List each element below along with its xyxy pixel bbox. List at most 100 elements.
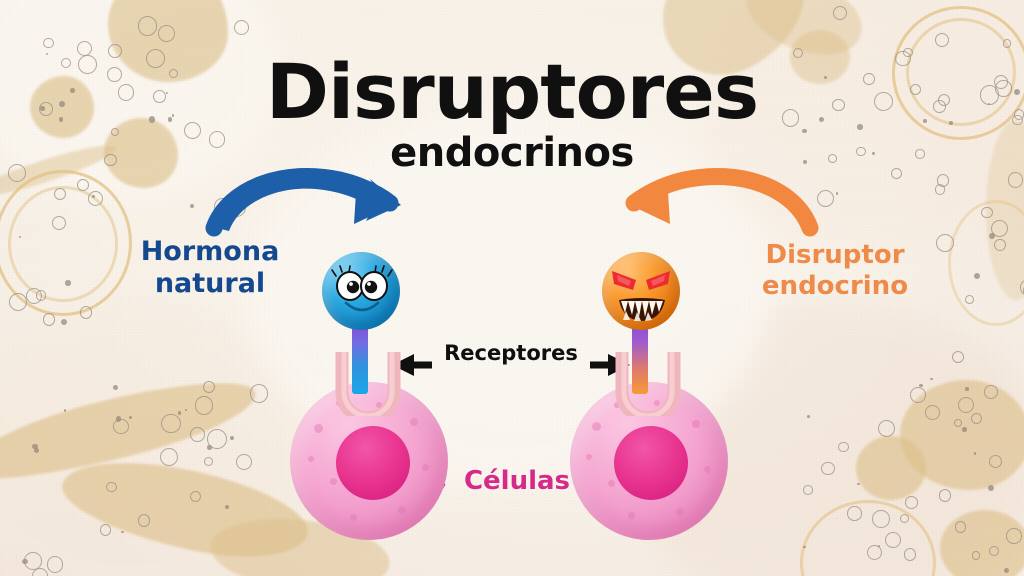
speckle-dot (903, 547, 917, 561)
speckle-dot (106, 481, 117, 493)
speckle-dot (249, 384, 269, 403)
receptor-right (615, 352, 681, 416)
speckle-dot (168, 68, 178, 79)
speckle-dot (202, 380, 216, 394)
speckle-dot (919, 383, 923, 388)
speckle-dot (877, 419, 896, 438)
speckle-dot (121, 530, 124, 534)
speckle-dot (1012, 114, 1023, 126)
speckle-dot (78, 55, 98, 74)
speckle-dot (801, 128, 807, 134)
speckle-dot (951, 350, 965, 364)
speckle-dot (974, 272, 981, 279)
speckle-dot (819, 116, 824, 122)
speckle-dot (31, 568, 48, 576)
label-disruptor-endocrino: Disruptor endocrino (761, 240, 909, 301)
nucleus-right (614, 426, 688, 500)
speckle-dot (137, 514, 151, 527)
speckle-dot (115, 416, 121, 422)
speckle-dot (61, 57, 72, 68)
speckle-dot (64, 409, 67, 412)
speckle-dot (873, 91, 893, 111)
speckle-dot (965, 295, 975, 304)
speckle-dot (58, 101, 65, 108)
speckle-dot (802, 159, 808, 165)
speckle-dot (899, 513, 910, 524)
speckle-dot (936, 233, 955, 252)
speckle-dot (983, 384, 998, 399)
speckle-dot (953, 418, 963, 428)
cell-right (570, 382, 728, 540)
speckle-dot (46, 556, 63, 573)
speckle-dot (58, 117, 63, 122)
speckle-dot (863, 73, 876, 85)
speckle-dot (924, 404, 941, 421)
speckle-dot (113, 384, 119, 390)
speckle-dot (110, 127, 120, 137)
disruptor-stem-right (632, 322, 648, 394)
speckle-dot (955, 521, 967, 533)
speckle-dot (194, 396, 214, 416)
hormone-eyes-icon (331, 265, 393, 301)
speckle-dot (792, 47, 804, 59)
speckle-dot (32, 444, 38, 450)
speckle-dot (877, 544, 881, 548)
speckle-dot (177, 411, 182, 415)
speckle-dot (42, 313, 56, 326)
speckle-dot (166, 92, 169, 95)
speckle-dot (159, 447, 179, 467)
speckle-dot (981, 207, 993, 219)
speckle-dot (965, 387, 969, 391)
speckle-dot (38, 101, 53, 116)
speckle-dot (189, 426, 205, 442)
speckle-dot (8, 164, 26, 182)
speckle-dot (76, 40, 93, 57)
speckle-dot (988, 454, 1003, 469)
hormone-stem-left (352, 322, 368, 394)
speckle-dot (971, 551, 981, 561)
speckle-dot (872, 510, 890, 529)
speckle-dot (43, 37, 55, 49)
speckle-dot (936, 174, 950, 187)
speckle-dot (1006, 528, 1022, 544)
speckle-dot (113, 419, 129, 435)
speckle-dot (1007, 172, 1023, 188)
speckle-dot (185, 409, 188, 412)
speckle-dot (803, 485, 813, 495)
speckle-dot (970, 413, 982, 425)
speckle-dot (973, 451, 977, 455)
speckle-dot (207, 429, 228, 450)
speckle-dot (103, 153, 117, 167)
hormone-head (322, 252, 400, 330)
speckle-dot (18, 235, 21, 238)
speckle-dot (91, 195, 95, 198)
speckle-dot (938, 489, 951, 502)
speckle-dot (827, 154, 837, 164)
speckle-dot (1014, 89, 1021, 95)
speckle-dot (807, 415, 811, 419)
speckle-dot (53, 187, 66, 201)
speckle-dot (224, 504, 230, 510)
speckle-dot (34, 447, 39, 453)
speckle-dot (832, 98, 845, 112)
disruptor-head (602, 252, 680, 330)
speckle-dot (957, 396, 974, 413)
speckle-dot (962, 427, 967, 432)
speckle-dot (146, 49, 166, 69)
disruptor-angry-eyes-icon (612, 271, 670, 290)
speckle-dot (884, 532, 901, 549)
speckle-dot (915, 149, 925, 159)
label-receptores: Receptores (444, 341, 578, 365)
speckle-dot (781, 109, 799, 127)
speckle-dot (990, 219, 1008, 237)
label-celulas: Células (463, 466, 571, 496)
speckle-dot (891, 167, 903, 180)
speckle-dot (872, 152, 875, 155)
speckle-dot (838, 441, 849, 453)
speckle-dot (930, 377, 933, 381)
speckle-dot (909, 83, 921, 95)
speckle-dot (988, 545, 1000, 557)
speckle-dot (933, 100, 946, 113)
speckle-dot (1002, 38, 1012, 48)
